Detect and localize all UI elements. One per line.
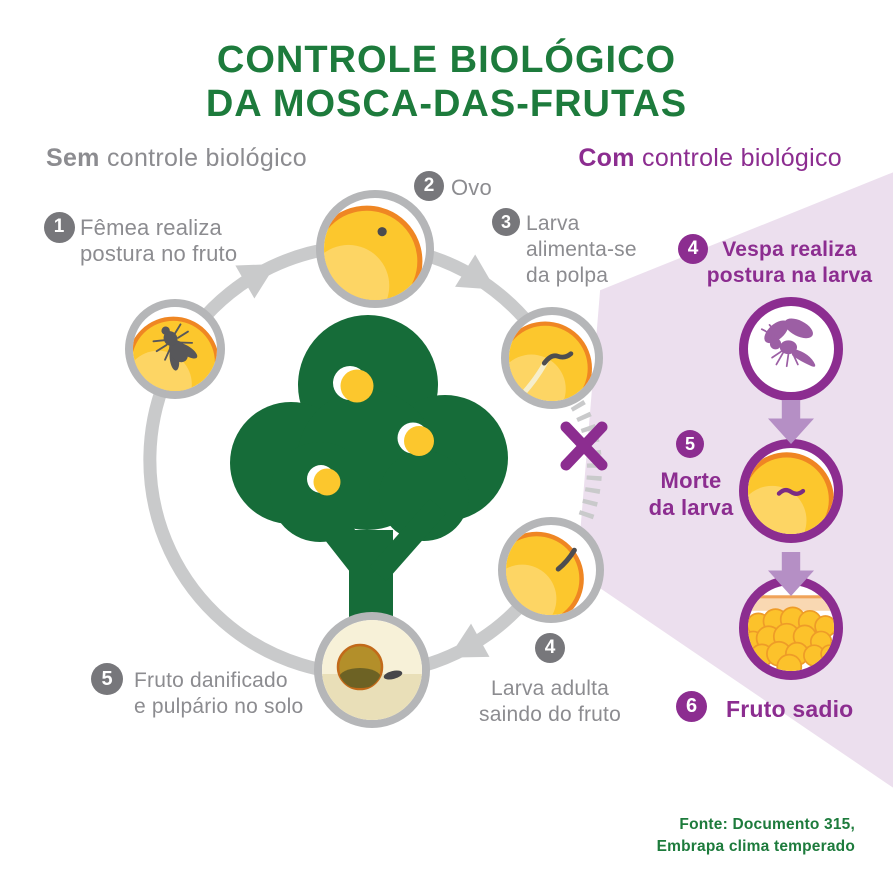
source-line-2: Embrapa clima temperado [656,838,855,855]
egg-icon [377,227,387,237]
pupa-icon [383,670,403,680]
control-step-6-badge: 6 [676,691,707,722]
control-circle-wasp [739,297,843,401]
control-circle-dead-larva [739,439,843,543]
cycle-circle-damaged-fruit [314,612,430,728]
header-with-bold: Com [578,144,635,172]
header-without-control: Sem controle biológico [46,144,307,173]
dead-larva-icon [776,487,806,496]
pulp-cells-icon [748,606,834,671]
cycle-step-5-badge: 5 [91,663,123,695]
control-step-5-label: Morte da larva [648,468,734,520]
cycle-arrow-icon [455,254,496,290]
header-without-rest: controle biológico [99,144,307,172]
cycle-step-4-badge: 4 [535,633,565,663]
larva-icon [541,351,574,366]
cycle-step-2-badge: 2 [414,171,444,201]
fly-icon [152,323,198,371]
header-with-rest: controle biológico [634,144,842,172]
cycle-step-3-label: Larva alimenta-se da polpa [526,212,637,287]
cycle-circle-larva-exit [498,517,604,623]
cycle-step-5-label: Fruto danificado e pulpário no solo [134,669,304,718]
header-with-control: Com controle biológico [578,144,842,173]
title-line-1: CONTROLE BIOLÓGICO [216,39,677,81]
wasp-icon [760,318,816,368]
cycle-arrow-icon [235,264,277,299]
tree-fruit-icon [307,366,434,496]
header-without-bold: Sem [46,144,100,172]
larva-icon [555,547,577,572]
page-title: CONTROLE BIOLÓGICO DA MOSCA-DAS-FRUTAS [0,38,893,126]
control-step-5-badge: 5 [676,430,704,458]
control-step-4-badge: 4 [678,234,708,264]
cycle-circle-larva [501,307,603,409]
cycle-circle-egg [316,190,434,308]
control-step-6-label: Fruto sadio [726,696,854,722]
cycle-step-1-badge: 1 [43,211,75,243]
cycle-arrow-icon [448,623,490,658]
cycle-circle-fly [125,299,225,399]
cycle-step-1-label: Fêmea realiza postura no fruto [80,215,238,266]
source-credit: Fonte: Documento 315, Embrapa clima temp… [657,814,855,858]
control-step-4-label: Vespa realiza postura na larva [706,238,873,287]
source-line-1: Fonte: Documento 315, [679,816,855,833]
cycle-step-4-label: Larva adulta saindo do fruto [479,677,621,726]
title-line-2: DA MOSCA-DAS-FRUTAS [205,83,688,125]
cycle-step-3-badge: 3 [492,208,520,236]
cycle-step-2-label: Ovo [451,175,492,200]
